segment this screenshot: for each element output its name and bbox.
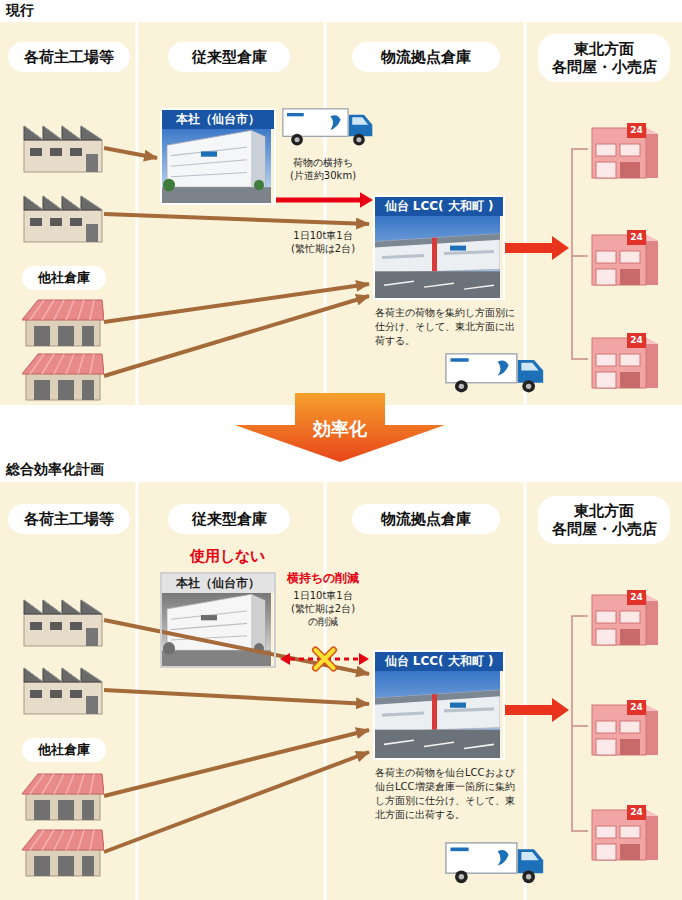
group-tag: 他社倉庫 [22,266,106,290]
truck-icon [283,109,372,146]
group-tag: 他社倉庫 [22,738,106,762]
column-header: 各荷主工場等 [8,504,130,534]
store-icon [592,805,658,860]
store-sign: 24 [627,700,646,715]
connector-line [276,198,360,203]
route-note: 1日10t車1台 (繁忙期は2台) [280,229,366,255]
section-heading: 現行 [6,2,34,20]
panel-ground [0,22,682,405]
node-note: 各荷主の荷物を集約し方面別に仕分け、そして、東北方面に出荷する。 [375,306,517,348]
flow-arrow [104,690,369,704]
bracket [572,616,588,831]
node-heading: 本社（仙台市） [162,110,274,129]
column-header: 東北方面 各問屋・小売店 [538,34,670,82]
panel-ground [0,482,682,900]
hub-box: 仙台 LCC( 大和町 )各荷主の荷物を集約し方面別に仕分け、そして、東北方面に… [373,195,505,300]
flow-arrow [104,296,369,376]
cross-mark [316,650,334,668]
hub-box: 仙台 LCC( 大和町 )各荷主の荷物を仙台LCCおよび仙台LCC増築倉庫一箇所… [373,650,505,760]
store-icon [592,230,658,285]
store-icon [592,700,658,755]
store-icon [592,333,658,388]
truck-icon [446,843,543,883]
node-heading: 従来型倉庫 [174,48,284,66]
building-photo [161,122,271,204]
node-heading: 物流拠点倉庫 [358,510,494,528]
column-header: 東北方面 各問屋・小売店 [538,496,670,544]
status-label: 使用しない [166,547,288,566]
flow-arrow [104,214,369,224]
unused-box: 本社（仙台市） [160,572,276,668]
column-header: 物流拠点倉庫 [352,504,500,534]
building-photo [374,667,500,759]
node-heading: 他社倉庫 [26,270,102,286]
arrow-head [360,192,373,208]
node-heading: 本社（仙台市） [162,574,274,593]
ship-arrow [503,236,569,260]
node-heading: 仙台 LCC( 大和町 ) [375,652,503,671]
node-heading: 東北方面 各問屋・小売店 [544,502,664,538]
node-heading: 各荷主工場等 [14,48,124,66]
node-heading: 仙台 LCC( 大和町 ) [375,197,503,216]
node-heading: 物流拠点倉庫 [358,48,494,66]
building-photo [374,212,500,299]
warehouse-box: 本社（仙台市） [160,108,276,205]
warehouse-icon [22,774,104,820]
column-header: 各荷主工場等 [8,42,130,72]
bracket [572,149,588,359]
factory-icon [24,668,102,714]
arrow-head [359,653,369,665]
store-sign: 24 [627,590,646,605]
reduction-label: 横持ちの削減 [280,571,366,586]
node-heading: 各荷主工場等 [14,510,124,528]
node-heading: 他社倉庫 [26,742,102,758]
flow-arrow [104,620,369,674]
store-sign: 24 [627,333,646,348]
store-sign: 24 [627,805,646,820]
route-note: 1日10t車1台 (繁忙期は2台) の削減 [280,589,366,628]
flow-arrow [104,752,369,852]
cross-mark [316,650,334,668]
flow-arrow [104,284,369,322]
warehouse-icon [22,354,104,400]
node-heading: 東北方面 各問屋・小売店 [544,40,664,76]
store-icon [592,590,658,645]
warehouse-icon [22,300,104,346]
building-photo [161,586,271,667]
store-sign: 24 [627,230,646,245]
column-header: 従来型倉庫 [168,42,290,72]
ship-arrow [503,698,569,722]
column-header: 従来型倉庫 [168,504,290,534]
factory-icon [24,196,102,242]
factory-icon [24,600,102,646]
flow-arrow [104,730,369,796]
route-note: 荷物の横持ち (片道約30km) [280,156,366,182]
store-sign: 24 [627,123,646,138]
arrow-head [280,653,290,665]
arrow-label: 効率化 [300,418,380,440]
connector [276,192,373,208]
section-heading: 総合効率化計画 [6,461,104,479]
factory-icon [24,126,102,172]
node-heading: 従来型倉庫 [174,510,284,528]
connector [280,650,369,668]
store-icon [592,123,658,178]
down-arrow [235,393,445,462]
truck-icon [446,354,543,393]
node-note: 各荷主の荷物を仙台LCCおよび仙台LCC増築倉庫一箇所に集約し方面別に仕分け、そ… [375,766,517,822]
flow-arrow [104,148,157,158]
warehouse-icon [22,830,104,876]
column-header: 物流拠点倉庫 [352,42,500,72]
